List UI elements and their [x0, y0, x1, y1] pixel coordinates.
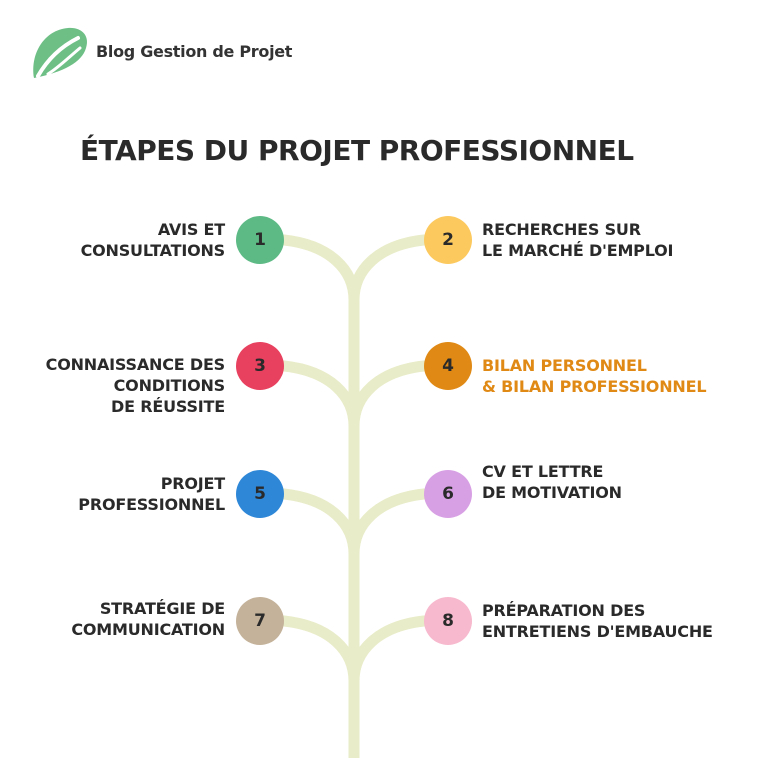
- step-8-circle: 8: [424, 597, 472, 645]
- page-title: ÉTAPES DU PROJET PROFESSIONNEL: [80, 134, 634, 167]
- step-6-circle: 6: [424, 470, 472, 518]
- step-2-circle: 2: [424, 216, 472, 264]
- step-4-label: BILAN PERSONNEL& BILAN PROFESSIONNEL: [482, 356, 707, 396]
- leaf-logo-icon: [33, 27, 88, 78]
- brand-name: Blog Gestion de Projet: [96, 42, 293, 61]
- step-1-circle: 1: [236, 216, 284, 264]
- step-4-circle: 4: [424, 342, 472, 390]
- step-5-circle: 5: [236, 470, 284, 518]
- step-3-circle: 3: [236, 342, 284, 390]
- step-7-circle: 7: [236, 597, 284, 645]
